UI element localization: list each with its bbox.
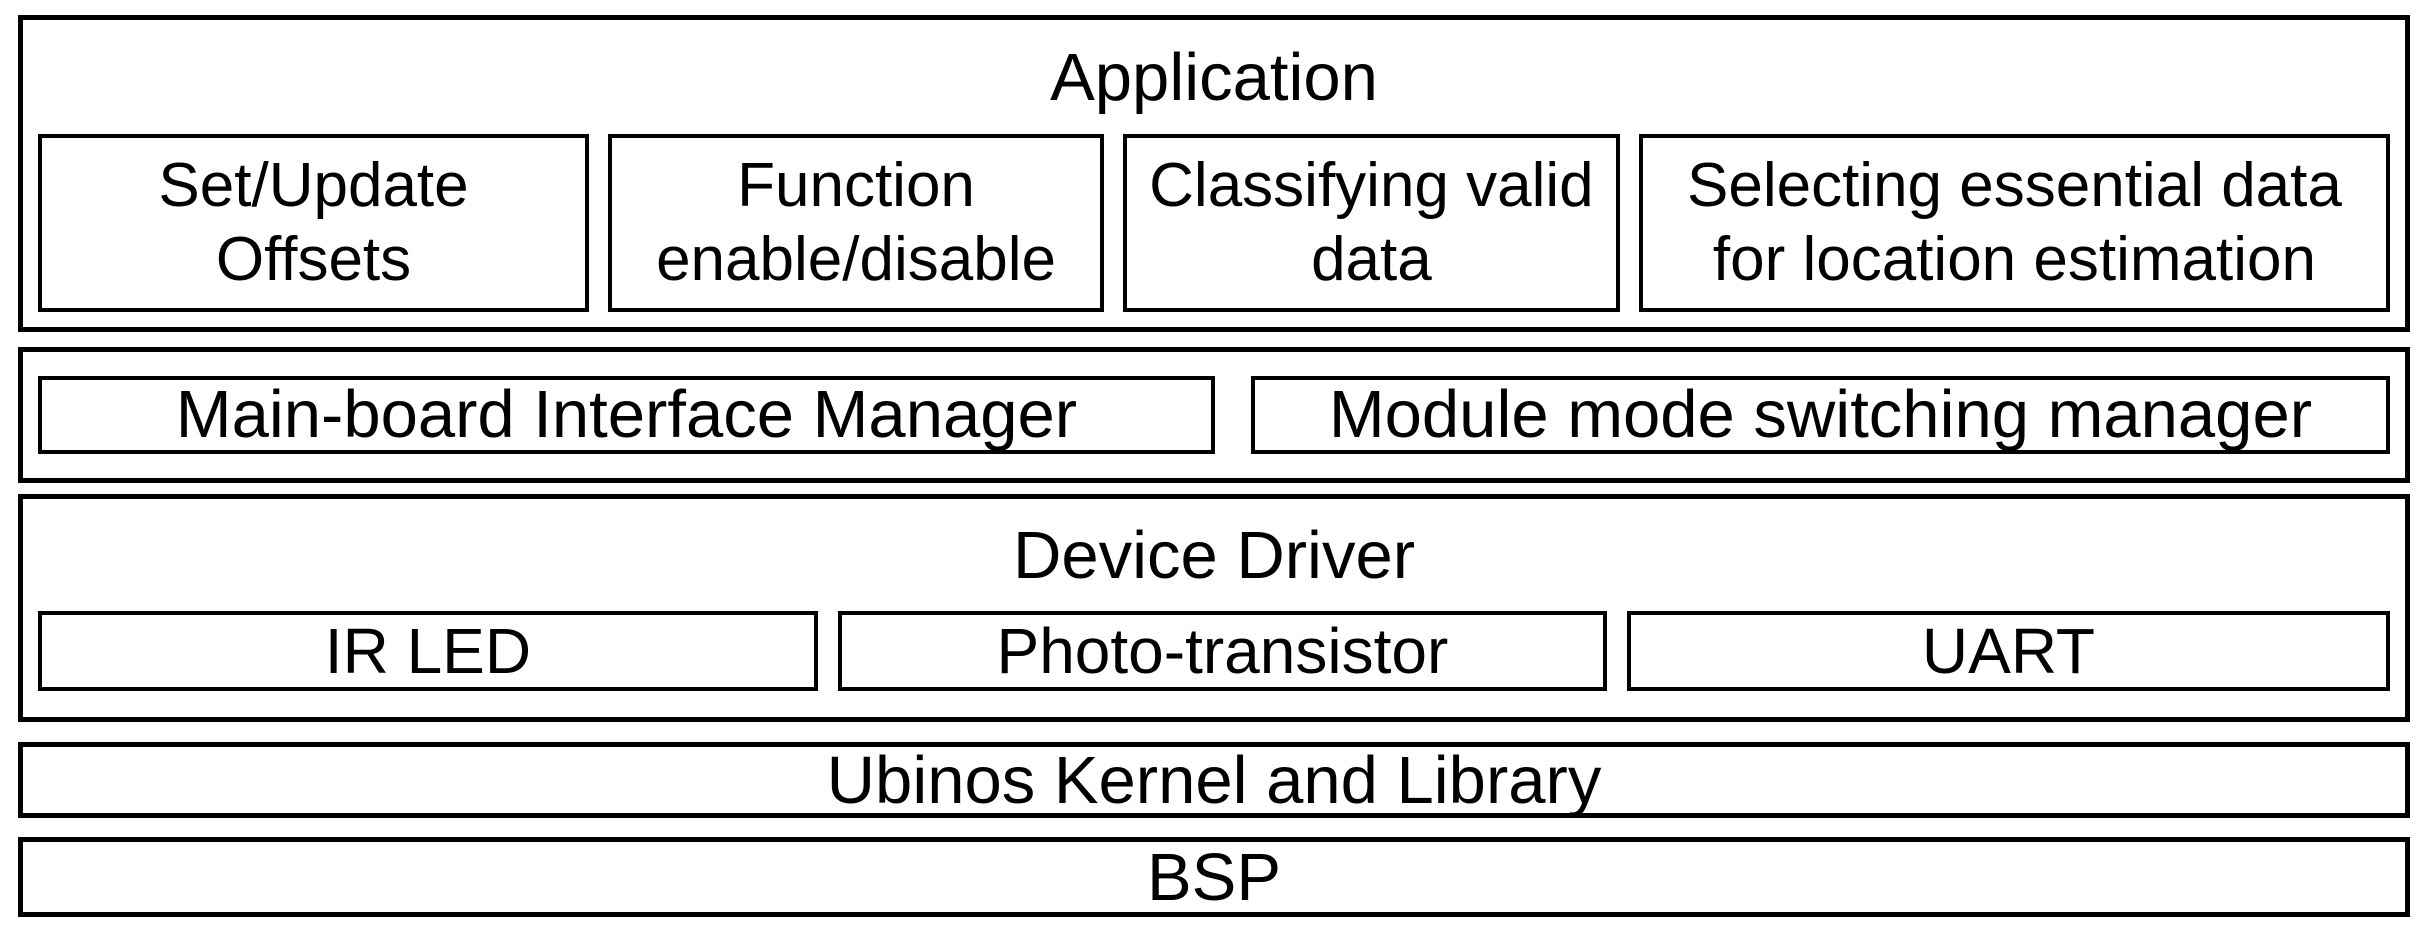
device-driver-module-row: IR LED Photo-transistor UART [23,611,2405,691]
module-selecting-essential-data: Selecting essential data for location es… [1638,134,2390,312]
module-photo-transistor: Photo-transistor [837,611,1607,691]
layer-managers: Main-board Interface Manager Module mode… [18,347,2410,483]
managers-module-row: Main-board Interface Manager Module mode… [23,376,2405,454]
module-module-mode-switching-manager: Module mode switching manager [1250,376,2390,454]
layer-device-driver: Device Driver IR LED Photo-transistor UA… [18,494,2410,722]
module-classifying-valid-data: Classifying valid data [1122,134,1620,312]
application-module-row: Set/Update Offsets Function enable/disab… [23,134,2405,312]
module-set-update-offsets: Set/Update Offsets [38,134,590,312]
kernel-layer-title: Ubinos Kernel and Library [826,742,1602,818]
module-ir-led: IR LED [38,611,818,691]
module-uart: UART [1626,611,2390,691]
layer-bsp: BSP [18,837,2410,917]
module-main-board-interface-manager: Main-board Interface Manager [38,376,1215,454]
module-function-enable-disable: Function enable/disable [608,134,1104,312]
bsp-layer-title: BSP [1146,839,1282,915]
device-driver-layer-title: Device Driver [1012,517,1416,593]
application-layer-title: Application [1050,39,1378,115]
layer-application: Application Set/Update Offsets Function … [18,15,2410,332]
layer-kernel: Ubinos Kernel and Library [18,742,2410,818]
